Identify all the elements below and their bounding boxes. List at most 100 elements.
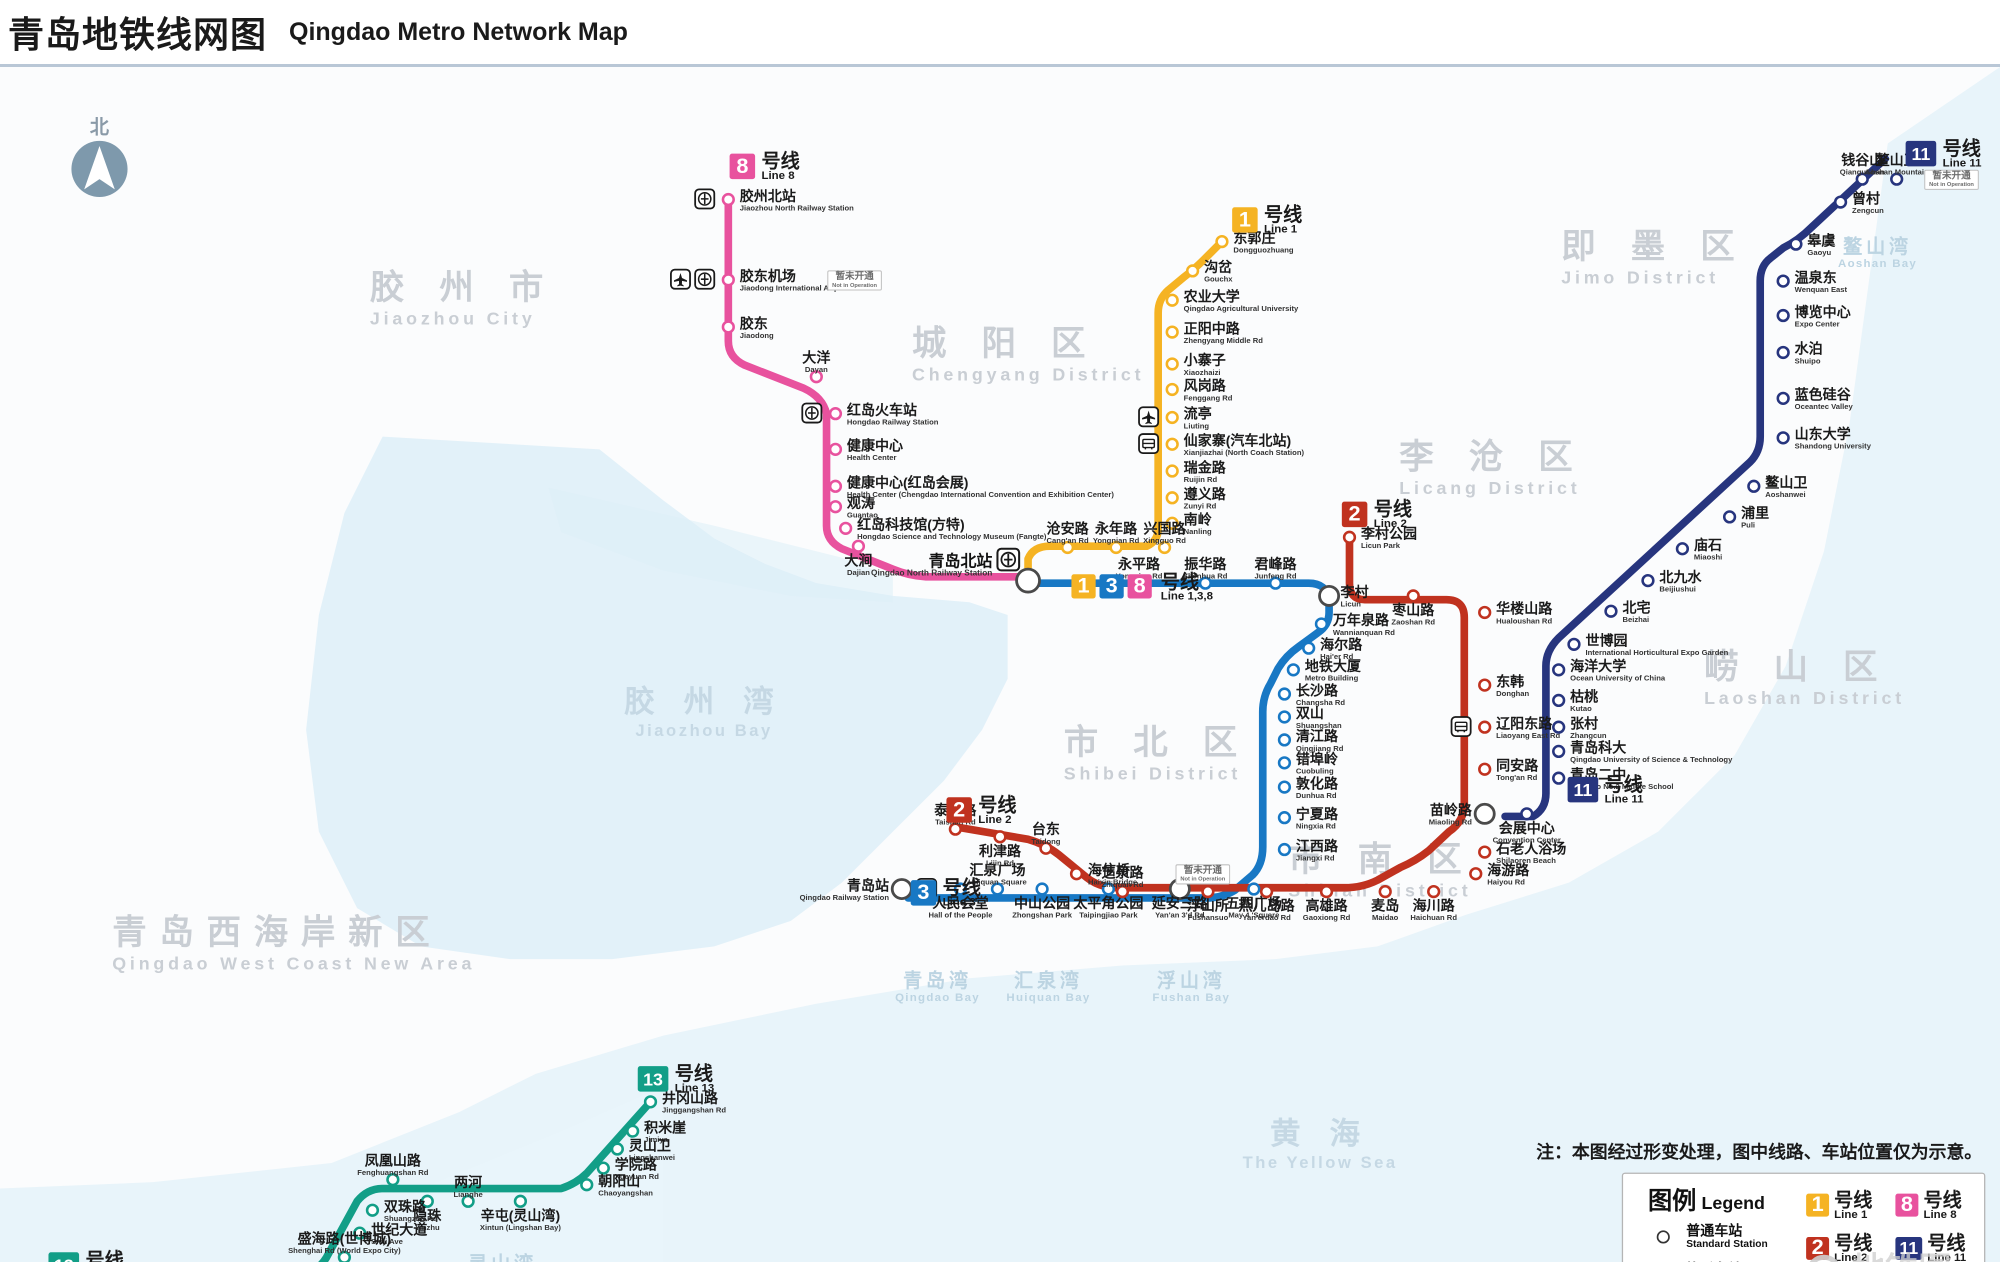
station-dot[interactable]: [1478, 678, 1492, 692]
station-dot[interactable]: [721, 192, 735, 207]
station[interactable]: 健康中心(红岛会展)Health Center (Chengdao Intern…: [828, 475, 1114, 500]
station-dot[interactable]: [1259, 884, 1274, 899]
station-dot[interactable]: [1747, 479, 1761, 493]
station-dot[interactable]: [828, 442, 843, 456]
station-dot[interactable]: [1776, 431, 1790, 445]
station[interactable]: 辛屯(灵山湾)Xintun (Lingshan Bay): [480, 1194, 561, 1232]
station-dot[interactable]: [1776, 391, 1790, 405]
station-dot[interactable]: [1478, 762, 1492, 776]
station-dot[interactable]: [828, 479, 843, 493]
transfer-station-dot[interactable]: [890, 878, 913, 900]
station-dot[interactable]: [1342, 530, 1357, 544]
station-dot[interactable]: [851, 539, 866, 553]
station-dot[interactable]: [1722, 510, 1737, 524]
station[interactable]: 仙家寨(汽车北站)Xianjiazhai (North Coach Statio…: [1138, 433, 1304, 458]
station-dot[interactable]: [1165, 382, 1179, 397]
station-dot[interactable]: [1406, 589, 1420, 603]
transfer-station-dot[interactable]: [1318, 584, 1341, 607]
station-dot[interactable]: [1201, 884, 1215, 899]
station-dot[interactable]: [1319, 884, 1334, 899]
station[interactable]: 红岛科技馆(方特)Hongdao Science and Technology …: [839, 517, 1047, 542]
station-dot[interactable]: [1833, 195, 1848, 209]
station[interactable]: 盛海路(世博城)Shenghai Rd (World Expo City): [288, 1230, 401, 1262]
transfer-station-dot[interactable]: [1473, 802, 1496, 825]
station-dot[interactable]: [948, 822, 962, 836]
station-dot[interactable]: [626, 1124, 640, 1138]
station-dot[interactable]: [386, 1172, 400, 1187]
station-dot[interactable]: [596, 1161, 610, 1175]
station-dot[interactable]: [1277, 687, 1292, 701]
station-dot[interactable]: [721, 273, 735, 287]
station-dot[interactable]: [1776, 345, 1790, 360]
station-dot[interactable]: [1039, 841, 1053, 855]
station-dot[interactable]: [1675, 542, 1690, 556]
station-dot[interactable]: [1277, 733, 1292, 747]
station-dot[interactable]: [1277, 780, 1292, 794]
station-dot[interactable]: [1268, 576, 1283, 590]
station-dot[interactable]: [1165, 437, 1179, 451]
station-dot[interactable]: [1035, 882, 1049, 896]
station-dot[interactable]: [1378, 884, 1392, 899]
station-dot[interactable]: [1157, 540, 1172, 555]
station-dot[interactable]: [1567, 637, 1581, 651]
station-dot[interactable]: [1520, 807, 1534, 821]
station-dot[interactable]: [809, 370, 823, 384]
station-dot[interactable]: [1165, 293, 1179, 307]
station-dot[interactable]: [337, 1250, 352, 1262]
station-dot[interactable]: [993, 830, 1007, 844]
